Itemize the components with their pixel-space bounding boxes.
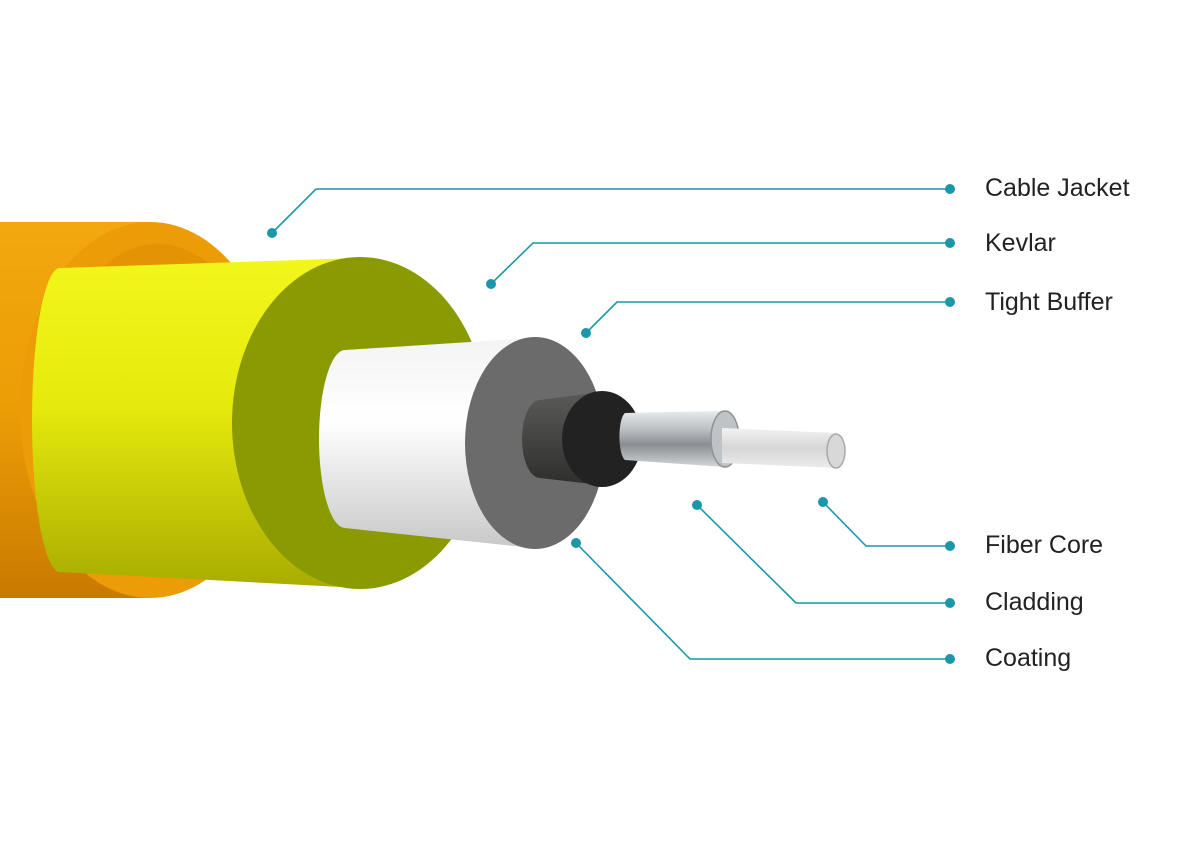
cable-jacket-dot (267, 228, 277, 238)
fiber-core-layer (722, 428, 846, 469)
fiber-core-leader (822, 501, 950, 547)
tight-buffer-leader (585, 301, 950, 334)
kevlar-dot (486, 279, 496, 289)
label-cable-jacket: Cable Jacket (985, 174, 1130, 202)
leader-dots (267, 184, 955, 664)
cladding-layer (619, 410, 740, 468)
coating-layer (522, 391, 642, 487)
label-tight-buffer: Tight Buffer (985, 288, 1113, 316)
fiber-core-dot (818, 497, 828, 507)
label-coating: Coating (985, 644, 1072, 672)
tight-buffer-dot (581, 328, 591, 338)
label-kevlar: Kevlar (985, 229, 1056, 257)
label-fiber-core: Fiber Core (985, 531, 1104, 559)
coating-dot (571, 538, 581, 548)
coating-leader (575, 542, 950, 660)
kevlar-leader (490, 242, 950, 285)
label-cladding: Cladding (985, 588, 1084, 616)
cladding-leader (696, 504, 950, 604)
leader-lines (271, 188, 950, 660)
cladding-dot (692, 500, 702, 510)
cable-jacket-leader (271, 188, 950, 234)
